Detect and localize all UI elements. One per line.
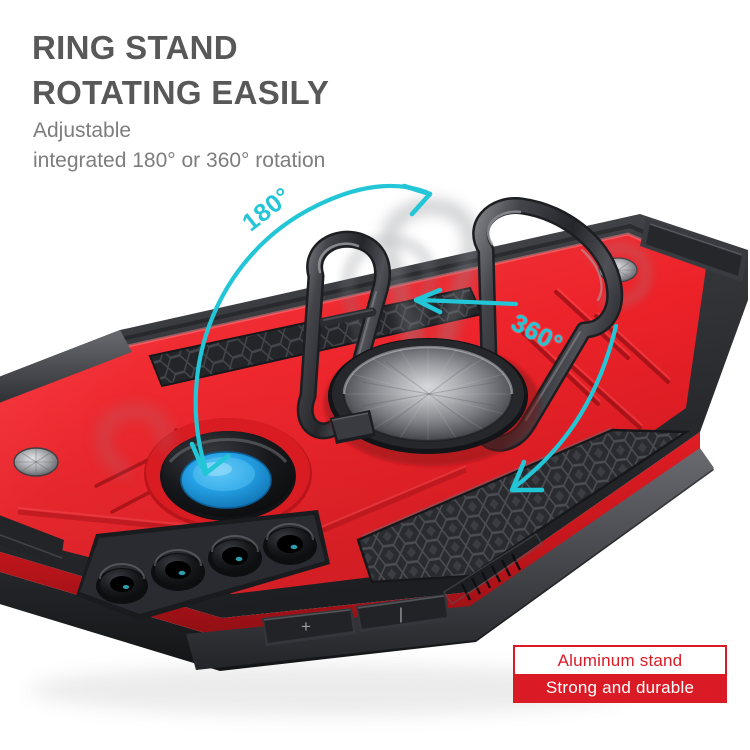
camera-lens-array	[76, 510, 330, 620]
speaker-grille	[460, 553, 522, 601]
page-title: RING STAND ROTATING EASILY	[32, 29, 330, 111]
camera-lens	[263, 523, 317, 565]
arrow-ring-pointer	[413, 287, 519, 315]
annotation-arrows	[189, 183, 619, 493]
bumper-bottom: + |	[186, 448, 714, 670]
volume-down-button[interactable]: |	[356, 594, 450, 632]
fingerprint-sensor-cutout	[144, 418, 312, 530]
arrow-180-arc	[189, 183, 433, 477]
svg-text:+: +	[301, 617, 311, 636]
camera-lens	[208, 535, 262, 577]
volume-up-button[interactable]: +	[262, 608, 356, 646]
bumper-left	[0, 330, 132, 566]
camera-lens	[96, 563, 148, 604]
product-shadow	[30, 664, 630, 716]
metal-rivet	[13, 447, 59, 477]
ring-stand-arm-left[interactable]	[296, 230, 392, 440]
svg-text:|: |	[399, 606, 403, 623]
badge-line-strong-durable: Strong and durable	[515, 674, 725, 701]
ring-stand-base[interactable]	[324, 338, 540, 466]
arrow-360-arc	[509, 323, 619, 493]
camera-lens	[151, 549, 205, 591]
badge-line-aluminum-stand: Aluminum stand	[515, 647, 725, 674]
bumper-side-button-cover	[640, 218, 748, 282]
page-subtitle: Adjustable integrated 180° or 360° rotat…	[33, 119, 326, 172]
grip-panel-main	[356, 427, 690, 584]
feature-badge: Aluminum stand Strong and durable	[513, 645, 727, 703]
